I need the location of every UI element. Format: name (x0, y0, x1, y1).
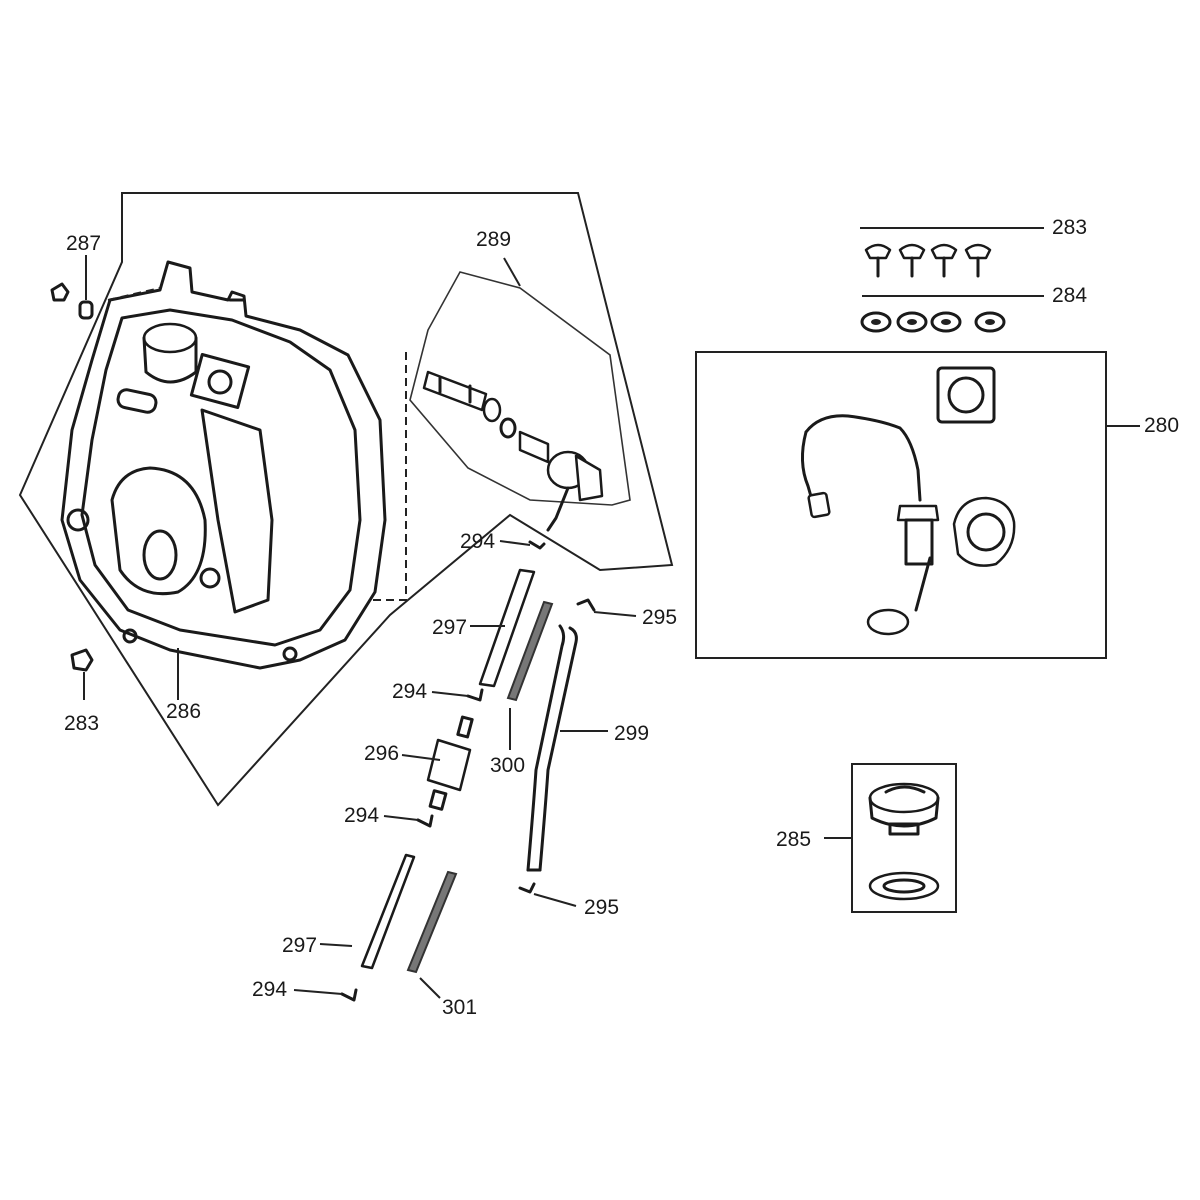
washer-icon (974, 311, 1006, 333)
hose-icon (478, 568, 536, 688)
fuel-tank-icon (60, 260, 387, 670)
label-285: 285 (776, 828, 811, 851)
label-294-a: 294 (460, 530, 495, 553)
screw-icon (964, 243, 992, 278)
clamp-icon (466, 688, 484, 702)
fuel-sender-icon (801, 366, 1016, 636)
label-294-d: 294 (252, 978, 287, 1001)
valve-group-outline (409, 271, 631, 506)
nut-icon (50, 282, 94, 320)
label-294-b: 294 (392, 680, 427, 703)
fuel-valve-icon (422, 370, 604, 532)
hose-sleeve-icon (506, 600, 554, 702)
sender-kit-box (695, 351, 1107, 659)
label-301: 301 (442, 996, 477, 1019)
washer-icon (896, 311, 928, 333)
label-295-b: 295 (584, 896, 619, 919)
label-287: 287 (66, 232, 101, 255)
hose-icon (526, 624, 578, 872)
label-299: 299 (614, 722, 649, 745)
label-297-a: 297 (432, 616, 467, 639)
label-295-a: 295 (642, 606, 677, 629)
screw-icon (864, 243, 892, 278)
bolt-icon (70, 648, 94, 672)
label-280: 280 (1144, 414, 1179, 437)
hose-sleeve-icon (406, 870, 458, 974)
clamp-icon (518, 882, 536, 894)
washer-icon (860, 311, 892, 333)
label-297-b: 297 (282, 934, 317, 957)
screw-icon (898, 243, 926, 278)
label-283-left: 283 (64, 712, 99, 735)
label-289: 289 (476, 228, 511, 251)
hose-icon (360, 853, 416, 970)
fuel-filter-icon (426, 715, 474, 811)
washer-icon (930, 311, 962, 333)
label-294-c: 294 (344, 804, 379, 827)
label-286: 286 (166, 700, 201, 723)
fuel-cap-icon (868, 782, 940, 901)
label-296: 296 (364, 742, 399, 765)
screw-icon (930, 243, 958, 278)
label-283-top: 283 (1052, 216, 1087, 239)
label-284: 284 (1052, 284, 1087, 307)
clamp-icon (416, 814, 434, 828)
clamp-icon (576, 598, 596, 612)
clamp-icon (340, 988, 358, 1002)
label-300: 300 (490, 754, 525, 777)
clamp-icon (528, 540, 546, 550)
tank-group-outline (18, 192, 674, 807)
